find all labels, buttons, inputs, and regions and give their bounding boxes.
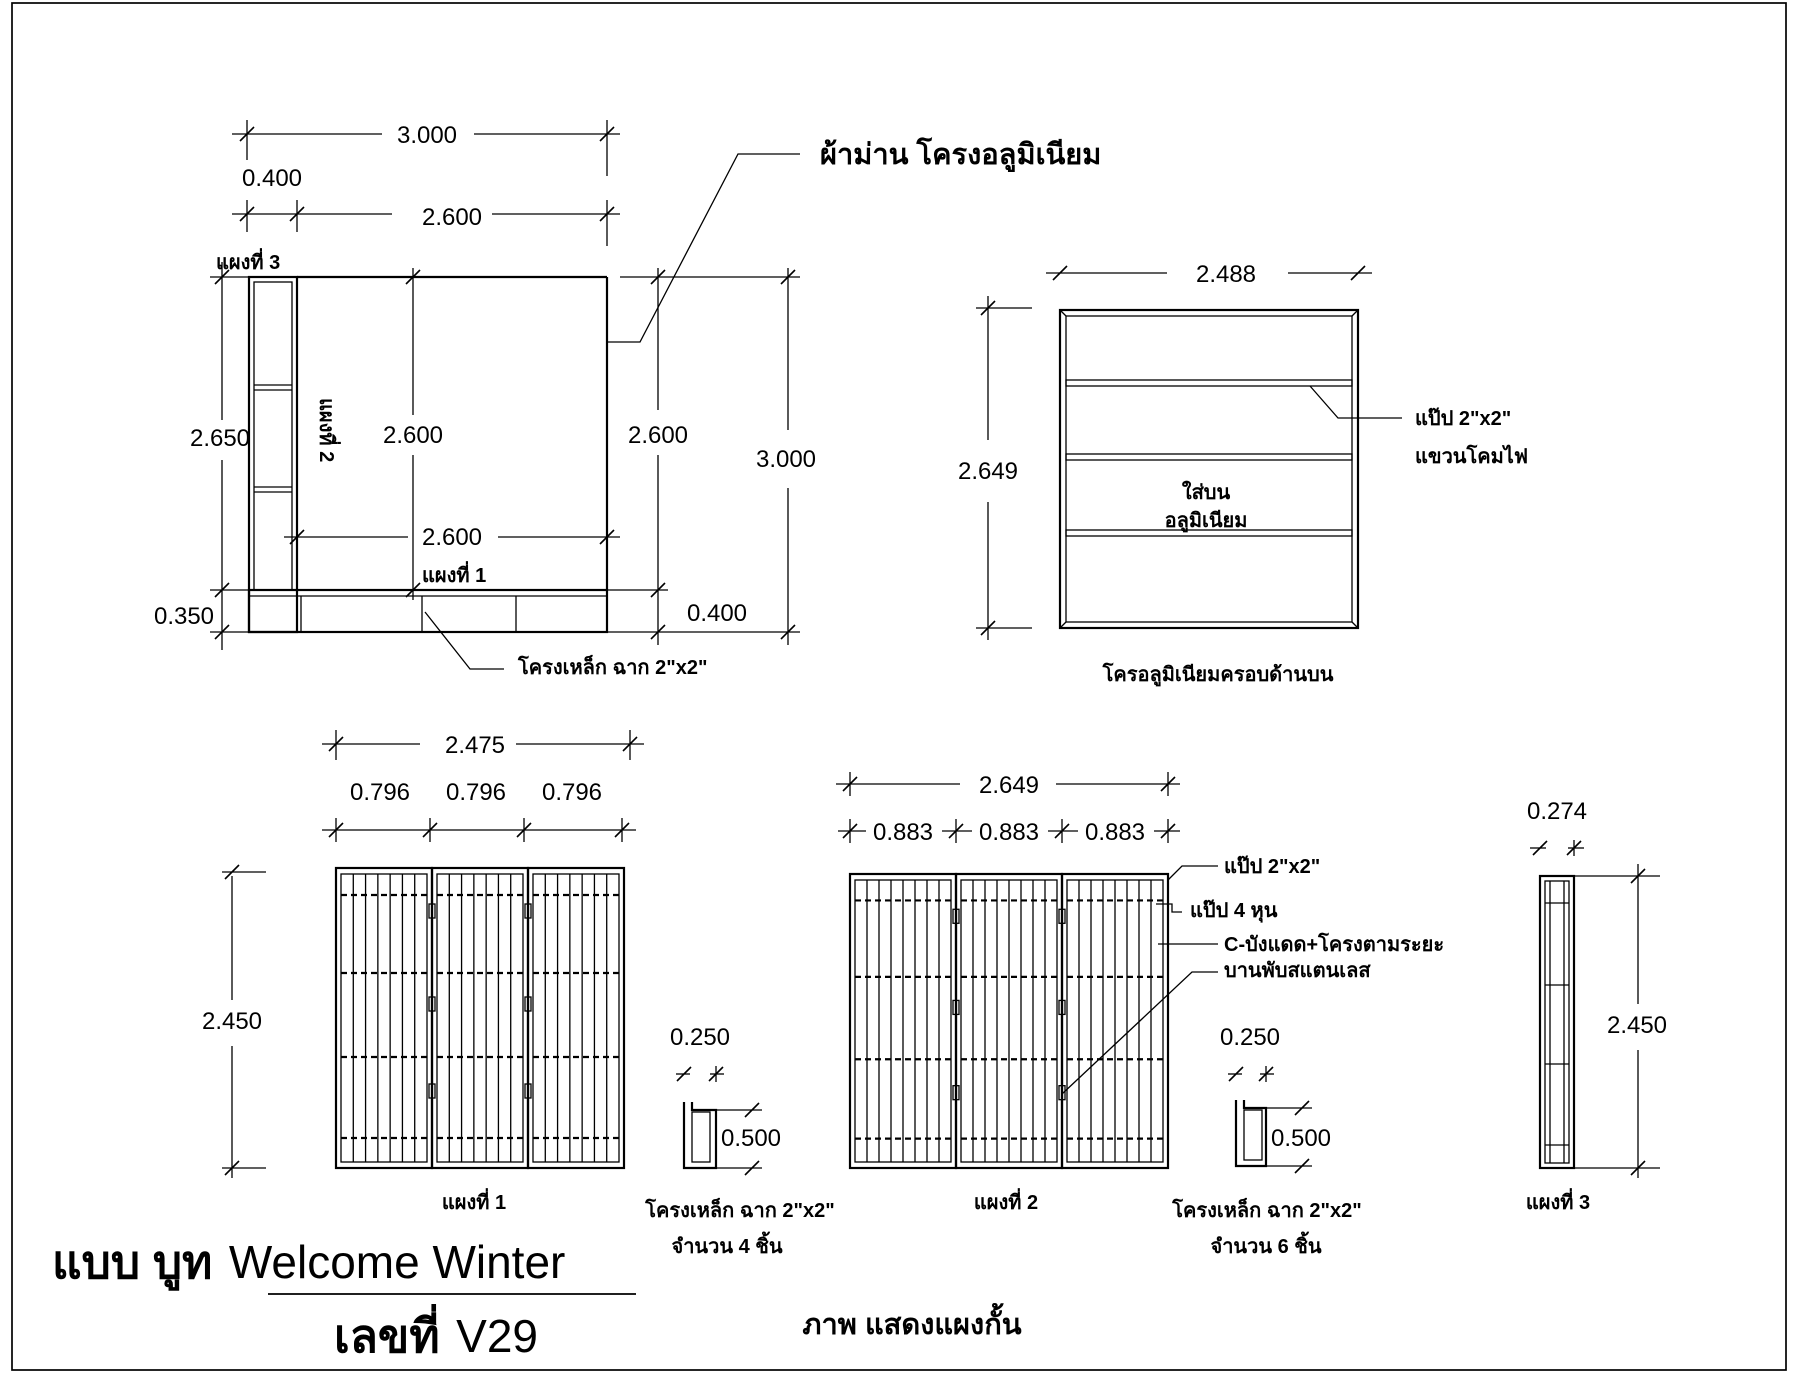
note-sunshade: C-บังแดด+โครงตามระยะ bbox=[1224, 932, 1444, 956]
dim-front-right: 0.400 bbox=[687, 600, 747, 627]
dim-bracket2-width: 0.250 bbox=[1220, 1024, 1280, 1051]
hinge-icon bbox=[952, 908, 960, 924]
panel2-elevation: 2.649 0.883 0.883 0.883 แป๊ป 2"x2" แป๊ป … bbox=[836, 772, 1444, 1214]
hinge-icon bbox=[1058, 908, 1066, 924]
note-steel-frame: โครงเหล็ก ฉาก 2"x2" bbox=[517, 654, 707, 679]
panel1-section-2 bbox=[428, 866, 530, 1170]
panel1-label: แผงที่ 1 bbox=[422, 560, 486, 587]
roof-frame: 2.488 2.649 แป๊ป 2"x2" แขวนโคมไฟ ใส่บน อ… bbox=[958, 261, 1528, 688]
bracket1: 0.250 0.500 โครงเหล็ก ฉาก 2"x2" จำนวน 4 … bbox=[644, 1024, 834, 1258]
hinge-icon bbox=[428, 996, 436, 1012]
note-center-2: อลูมิเนียม bbox=[1165, 509, 1248, 534]
dim-panel2-total: 2.649 bbox=[979, 772, 1039, 799]
dim-roof-depth: 2.649 bbox=[958, 458, 1018, 485]
sheet-border bbox=[11, 2, 1787, 1371]
dim-width-main: 2.600 bbox=[422, 204, 482, 231]
dim-inner-width: 2.600 bbox=[422, 524, 482, 551]
hinge-icon bbox=[1058, 999, 1066, 1016]
title-name: Welcome Winter bbox=[229, 1236, 566, 1288]
panel2-section-1 bbox=[848, 872, 958, 1170]
dim-right-depth: 2.600 bbox=[628, 422, 688, 449]
dim-front-left: 0.350 bbox=[154, 603, 214, 630]
hinge-icon bbox=[428, 1083, 436, 1099]
panel1-section-3 bbox=[524, 866, 626, 1170]
dim-panel2-sec1: 0.883 bbox=[873, 819, 933, 846]
dim-bracket1-width: 0.250 bbox=[670, 1024, 730, 1051]
dim-panel3-height: 2.450 bbox=[1607, 1012, 1667, 1039]
dim-panel1-sec2: 0.796 bbox=[446, 779, 506, 806]
dim-panel1-sec1: 0.796 bbox=[350, 779, 410, 806]
dim-bracket1-height: 0.500 bbox=[721, 1125, 781, 1152]
bracket1-caption-2: จำนวน 4 ชิ้น bbox=[671, 1231, 782, 1258]
panel1-section-1 bbox=[334, 866, 434, 1170]
panel2-caption: แผงที่ 2 bbox=[974, 1187, 1038, 1214]
note-roof-pipe: แป๊ป 2"x2" bbox=[1415, 408, 1511, 430]
panel2-label: แผงที่ 2 bbox=[315, 398, 342, 462]
title-number: V29 bbox=[456, 1310, 538, 1362]
note-curtain: ผ้าม่าน โครงอลูมิเนียม bbox=[820, 136, 1101, 172]
booth-plan: 3.000 0.400 2.600 แผงที่ 3 2.650 bbox=[154, 120, 1101, 679]
title-number-label: เลขที่ bbox=[334, 1304, 440, 1362]
hinge-icon bbox=[1058, 1085, 1066, 1101]
title-prefix: แบบ บูท bbox=[52, 1236, 212, 1291]
note-hinge: บานพับสแตนเลส bbox=[1224, 960, 1371, 982]
hinge-icon bbox=[524, 903, 532, 919]
dim-bracket2-height: 0.500 bbox=[1271, 1125, 1331, 1152]
dim-panel1-total: 2.475 bbox=[445, 732, 505, 759]
dim-total-depth: 3.000 bbox=[756, 446, 816, 473]
hinge-icon bbox=[524, 996, 532, 1012]
dim-depth-left: 2.650 bbox=[190, 425, 250, 452]
panel1-elevation: 2.475 0.796 0.796 0.796 2.450 แผงที่ 1 bbox=[202, 730, 644, 1214]
hinge-icon bbox=[524, 1083, 532, 1099]
dim-panel1-height: 2.450 bbox=[202, 1008, 262, 1035]
bracket2-caption-1: โครงเหล็ก ฉาก 2"x2" bbox=[1171, 1197, 1361, 1222]
dim-width-total: 3.000 bbox=[397, 122, 457, 149]
hinge-icon bbox=[428, 903, 436, 919]
note-panel2-pipe-small: แป๊ป 4 หุน bbox=[1190, 900, 1278, 923]
panel1-caption: แผงที่ 1 bbox=[442, 1187, 506, 1214]
hinge-icon bbox=[952, 999, 960, 1016]
dim-inner-depth: 2.600 bbox=[383, 422, 443, 449]
bracket1-caption-1: โครงเหล็ก ฉาก 2"x2" bbox=[644, 1197, 834, 1222]
dim-panel1-sec3: 0.796 bbox=[542, 779, 602, 806]
note-hang-light: แขวนโคมไฟ bbox=[1415, 444, 1528, 468]
panel2-section-2 bbox=[952, 872, 1064, 1170]
bracket2-caption-2: จำนวน 6 ชิ้น bbox=[1210, 1231, 1321, 1258]
title-caption: ภาพ แสดงแผงกั้น bbox=[802, 1302, 1021, 1341]
panel3-label: แผงที่ 3 bbox=[216, 247, 280, 274]
title-line-1: แบบ บูท Welcome Winter bbox=[52, 1236, 565, 1291]
dim-width-small: 0.400 bbox=[242, 165, 302, 192]
dim-panel2-sec2: 0.883 bbox=[979, 819, 1039, 846]
panel2-section-3 bbox=[1058, 872, 1170, 1170]
roof-caption: โครอลูมิเนียมครอบด้านบน bbox=[1102, 662, 1334, 688]
note-panel2-pipe: แป๊ป 2"x2" bbox=[1224, 856, 1320, 878]
panel3-caption: แผงที่ 3 bbox=[1526, 1187, 1590, 1214]
dim-panel2-sec3: 0.883 bbox=[1085, 819, 1145, 846]
title-block: แบบ บูท Welcome Winter เลขที่ V29 ภาพ แส… bbox=[52, 1236, 1022, 1362]
hinge-icon bbox=[952, 1085, 960, 1101]
panel3-elevation: 0.274 2.450 แผงที่ 3 bbox=[1526, 798, 1667, 1214]
bracket2: 0.250 0.500 โครงเหล็ก ฉาก 2"x2" จำนวน 6 … bbox=[1171, 1024, 1361, 1258]
dim-panel3-width: 0.274 bbox=[1527, 798, 1587, 825]
note-center-1: ใส่บน bbox=[1182, 480, 1231, 504]
dim-roof-width: 2.488 bbox=[1196, 261, 1256, 288]
title-line-2: เลขที่ V29 bbox=[334, 1304, 538, 1362]
